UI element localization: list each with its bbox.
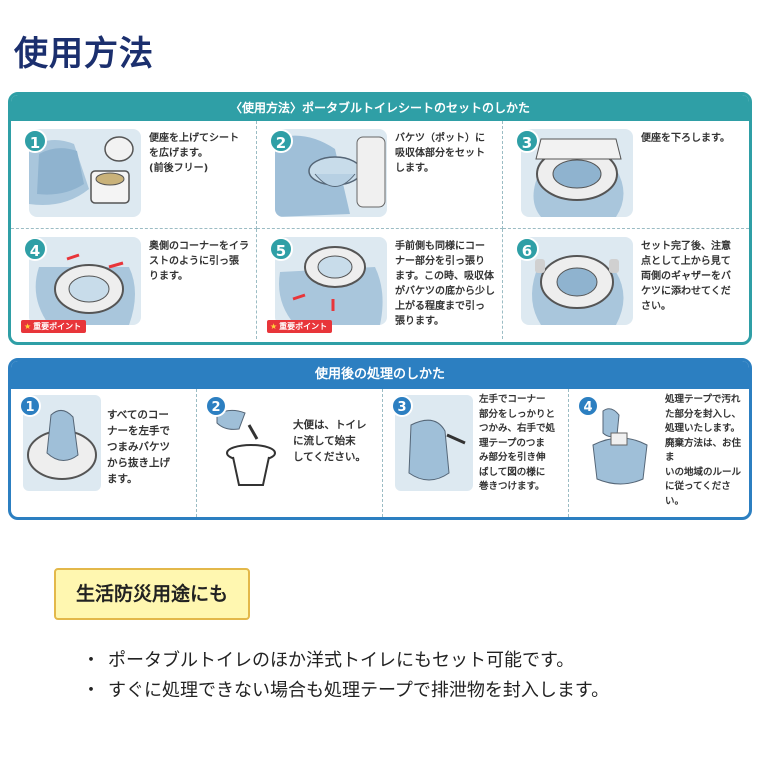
step-number-badge: 2 [205,395,227,417]
setup-step-2: 2 バケツ（ポット）に 吸収体部分をセット します。 [257,121,503,229]
step-number-badge: 3 [391,395,413,417]
step-number-badge: 6 [515,237,539,261]
disaster-use-tag: 生活防災用途にも [54,568,250,620]
step-2-illustration [275,129,387,217]
step-4-illustration [29,237,141,325]
disposal-step-1-illustration [23,395,101,491]
step-number-badge: 3 [515,129,539,153]
setup-step-6: 6 セット完了後、注意 点として上から見て 両側のギャザーをバ ケツに添わせてく… [503,229,749,339]
disposal-step-2-illustration [209,395,287,491]
step-text: 奥側のコーナーをイラ ストのように引っ張 ります。 [149,241,249,282]
step-number-badge: 2 [269,129,293,153]
step-text: 左手でコーナー 部分をしっかりと つかみ、右手で処 理テープのつま み部分を引き… [479,394,556,492]
step-text: セット完了後、注意 点として上から見て 両側のギャザーをバ ケツに添わせてくだ … [641,241,731,312]
feature-list: ポータブルトイレのほか洋式トイレにもセット可能です。 すぐに処理できない場合も処… [82,646,609,706]
disposal-step-4: 4 処理テープで汚れ た部分を封入し、 処理いたします。 廃棄方法は、お住ま い… [569,389,749,517]
star-icon: ★ [24,322,32,331]
step-text: 大便は、トイレ に流して始末 してください。 [293,419,367,463]
step-number-badge: 4 [23,237,47,261]
feature-item: ポータブルトイレのほか洋式トイレにもセット可能です。 [82,646,609,676]
step-number-badge: 4 [577,395,599,417]
step-3-illustration [521,129,633,217]
disposal-step-1: 1 すべてのコー ナーを左手で つまみバケツ から抜き上げ ます。 [11,389,197,517]
disposal-instructions-panel: 使用後の処理のしかた 1 すべてのコー ナーを左手で つまみバケツ から抜き上げ… [8,358,752,520]
step-text: すべてのコー ナーを左手で つまみバケツ から抜き上げ ます。 [107,409,170,485]
setup-step-4: 4 ★重要ポイント 奥側のコーナーをイラ ストのように引っ張 ります。 [11,229,257,339]
disposal-step-3-illustration [395,395,473,491]
badge-label: 重要ポイント [33,322,82,331]
page-title: 使用方法 [14,34,154,74]
setup-step-5: 5 ★重要ポイント 手前側も同様にコー ナー部分を引っ張り ます。この時、吸収体… [257,229,503,339]
disposal-panel-header: 使用後の処理のしかた [11,361,749,389]
step-number-badge: 1 [23,129,47,153]
important-point-badge: ★重要ポイント [267,320,333,333]
setup-step-3: 3 便座を下ろします。 [503,121,749,229]
step-text: 便座を下ろします。 [641,133,730,144]
disposal-step-3: 3 左手でコーナー 部分をしっかりと つかみ、右手で処 理テープのつま み部分を… [383,389,569,517]
disposal-step-2: 2 大便は、トイレ に流して始末 してください。 [197,389,383,517]
step-text: 便座を上げてシート を広げます。 (前後フリー) [149,133,239,174]
important-point-badge: ★重要ポイント [21,320,87,333]
step-text: 手前側も同様にコー ナー部分を引っ張り ます。この時、吸収体 がバケツの底から少… [395,241,495,327]
feature-item: すぐに処理できない場合も処理テープで排泄物を封入します。 [82,676,609,706]
step-number-badge: 5 [269,237,293,261]
setup-panel-header: 〈使用方法〉ポータブルトイレシートのセットのしかた [11,95,749,121]
step-text: 処理テープで汚れ た部分を封入し、 処理いたします。 廃棄方法は、お住ま いの地… [665,394,742,507]
star-icon: ★ [270,322,278,331]
step-6-illustration [521,237,633,325]
setup-step-1: 1 便座を上げてシート を広げます。 (前後フリー) [11,121,257,229]
step-number-badge: 1 [19,395,41,417]
step-5-illustration [275,237,387,325]
badge-label: 重要ポイント [279,322,328,331]
setup-instructions-panel: 〈使用方法〉ポータブルトイレシートのセットのしかた 1 便座を上げてシート を広… [8,92,752,345]
step-text: バケツ（ポット）に 吸収体部分をセット します。 [395,133,485,174]
step-1-illustration [29,129,141,217]
